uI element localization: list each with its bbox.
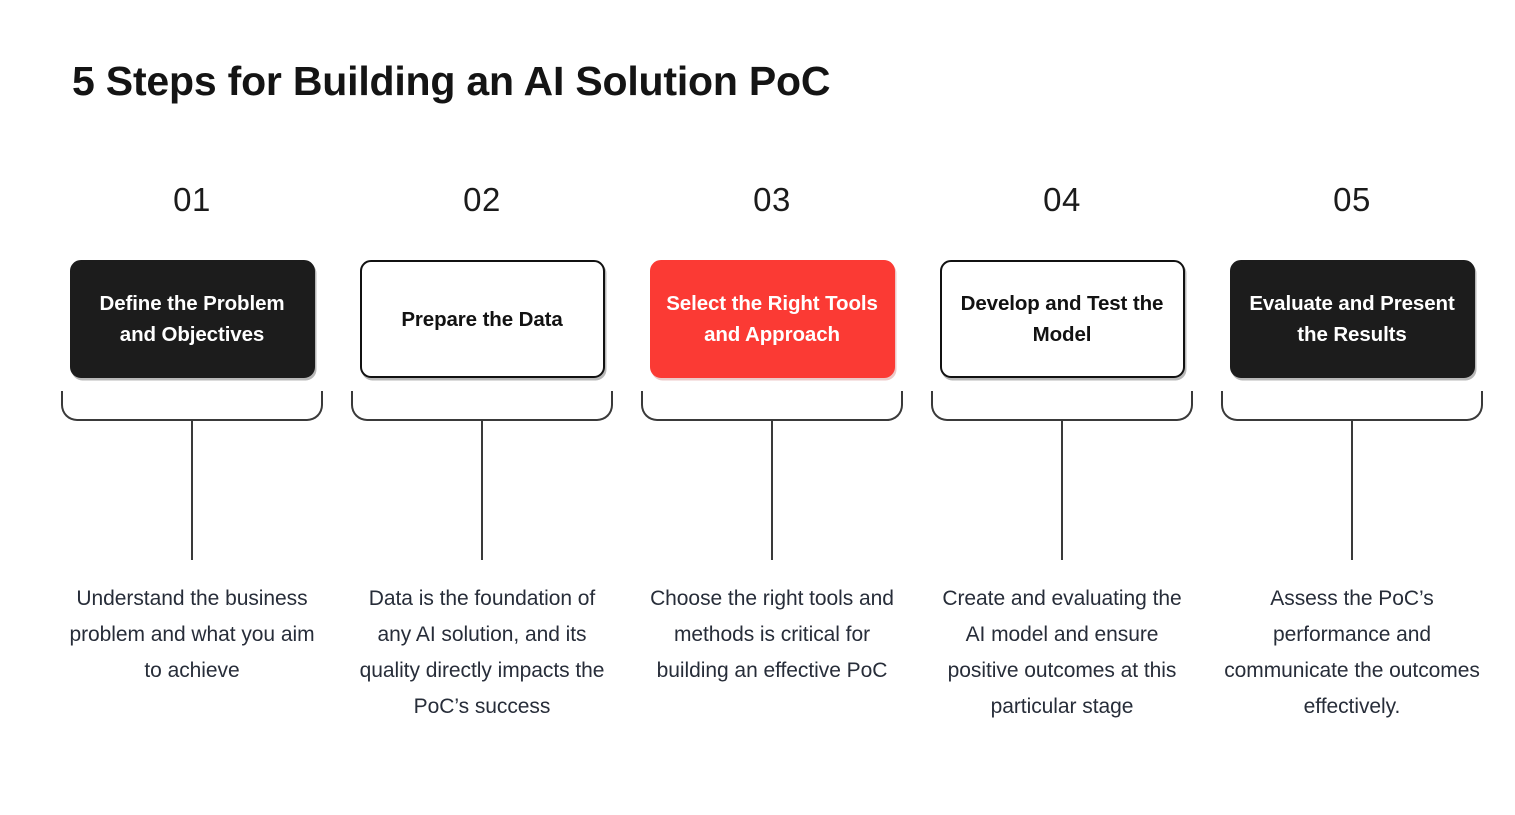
step-card-wrapper: Select the Right Tools and Approach	[649, 260, 895, 378]
step-description: Create and evaluating the AI model and e…	[942, 587, 1182, 718]
step-card[interactable]: Evaluate and Present the Results	[1229, 260, 1475, 378]
steps-row: 01 Define the Problem and Objectives Und…	[47, 180, 1483, 725]
bracket-connector	[61, 391, 323, 421]
step-description: Data is the foundation of any AI solutio…	[359, 587, 605, 718]
step-number: 02	[463, 181, 501, 218]
step-number: 01	[173, 181, 211, 218]
step-card-wrapper: Develop and Test the Model	[939, 260, 1185, 378]
step-column-05: 05 Evaluate and Present the Results Asse…	[1207, 180, 1497, 725]
step-card[interactable]: Prepare the Data	[359, 260, 605, 378]
stem-connector	[1351, 421, 1353, 560]
stem-connector	[771, 421, 773, 560]
step-description: Assess the PoC’s performance and communi…	[1224, 587, 1480, 718]
step-card-wrapper: Define the Problem and Objectives	[69, 260, 315, 378]
step-column-02: 02 Prepare the Data Data is the foundati…	[337, 180, 627, 725]
step-number: 03	[753, 181, 791, 218]
page-title: 5 Steps for Building an AI Solution PoC	[72, 58, 831, 104]
stem-connector	[481, 421, 483, 560]
step-description: Understand the business problem and what…	[69, 587, 315, 682]
bracket-connector	[351, 391, 613, 421]
step-number: 05	[1333, 181, 1371, 218]
step-column-01: 01 Define the Problem and Objectives Und…	[47, 180, 337, 689]
bracket-connector	[641, 391, 903, 421]
step-column-03: 03 Select the Right Tools and Approach C…	[627, 180, 917, 689]
stem-connector	[191, 421, 193, 560]
step-card[interactable]: Define the Problem and Objectives	[69, 260, 315, 378]
stem-connector	[1061, 421, 1063, 560]
step-description: Choose the right tools and methods is cr…	[650, 587, 894, 682]
step-card[interactable]: Develop and Test the Model	[939, 260, 1185, 378]
step-card[interactable]: Select the Right Tools and Approach	[649, 260, 895, 378]
step-card-wrapper: Evaluate and Present the Results	[1229, 260, 1475, 378]
bracket-connector	[931, 391, 1193, 421]
step-column-04: 04 Develop and Test the Model Create and…	[917, 180, 1207, 725]
step-card-wrapper: Prepare the Data	[359, 260, 605, 378]
bracket-connector	[1221, 391, 1483, 421]
step-number: 04	[1043, 181, 1081, 218]
